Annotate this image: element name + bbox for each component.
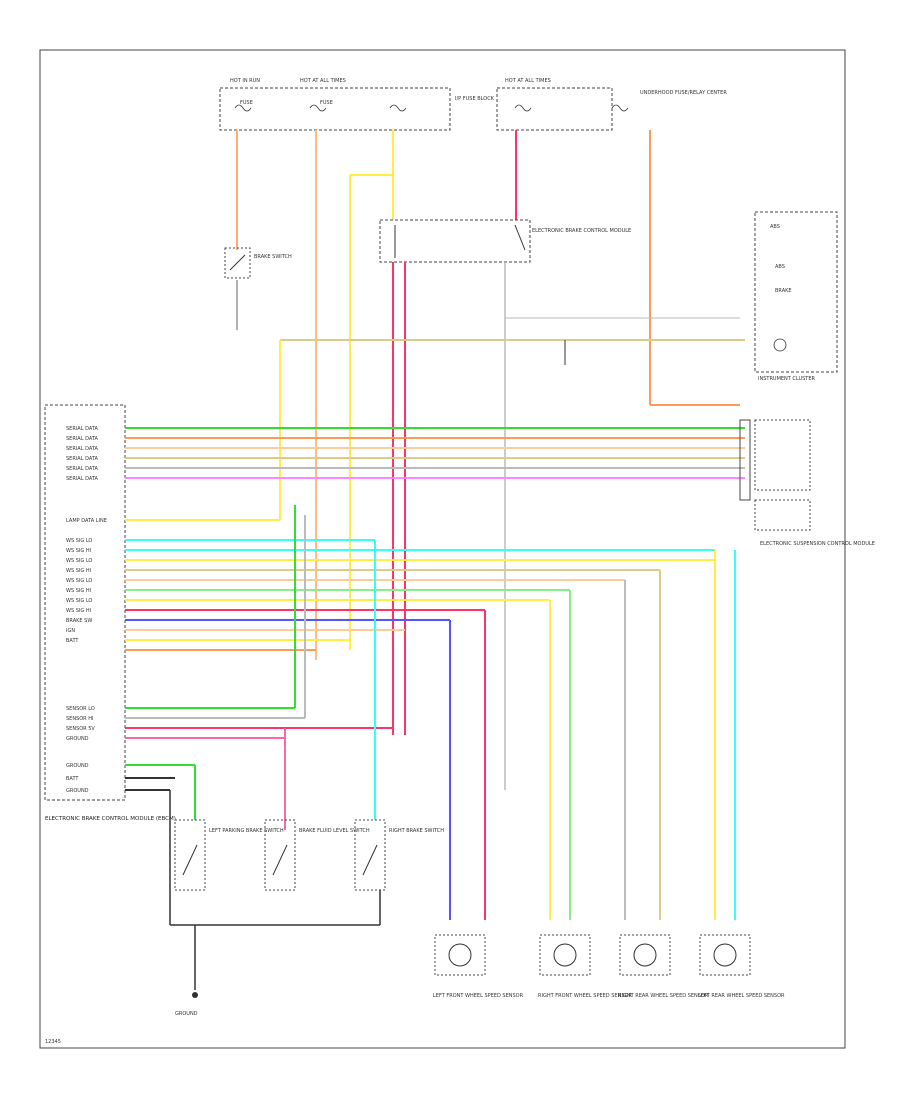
ebcm-pin-label: WS SIG LO bbox=[66, 538, 92, 544]
footer-code: 12345 bbox=[45, 1039, 61, 1045]
cluster-top-label: ABS bbox=[770, 224, 780, 230]
switch-label: LEFT PARKING BRAKE SWITCH bbox=[209, 828, 284, 834]
fuse-box-group-2: HOT AT ALL TIMES UNDERHOOD FUSE/RELAY CE… bbox=[496, 78, 727, 131]
ebcm-pin-label: SENSOR 5V bbox=[66, 726, 95, 732]
wheel-sensor-4: LEFT REAR WHEEL SPEED SENSOR bbox=[698, 934, 785, 999]
diagram-border bbox=[39, 49, 846, 1049]
brake-switch: BRAKE SWITCH bbox=[224, 247, 292, 279]
wheel-sensor-label: LEFT REAR WHEEL SPEED SENSOR bbox=[698, 993, 785, 999]
wheel-sensors: LEFT FRONT WHEEL SPEED SENSOR RIGHT FRONT… bbox=[433, 934, 785, 999]
ebcm-pin-label: WS SIG HI bbox=[66, 568, 91, 574]
cluster-title: INSTRUMENT CLUSTER bbox=[758, 376, 816, 382]
ebcm-pin-label: BATT bbox=[66, 776, 79, 782]
switch-1: LEFT PARKING BRAKE SWITCH bbox=[174, 819, 284, 891]
ebcm-pin-label: SERIAL DATA bbox=[66, 426, 99, 432]
ebcm-title: ELECTRONIC BRAKE CONTROL MODULE (EBCM) bbox=[45, 816, 176, 822]
cluster-lamp2: BRAKE bbox=[775, 288, 792, 294]
ebcm-pin-label: WS SIG LO bbox=[66, 578, 92, 584]
ebcm-pin-label: WS SIG HI bbox=[66, 608, 91, 614]
control-module-label: ELECTRONIC BRAKE CONTROL MODULE bbox=[532, 228, 631, 234]
fuse-block-label: I/P FUSE BLOCK bbox=[455, 96, 495, 102]
ebcm-pin-label: SERIAL DATA bbox=[66, 446, 99, 452]
switch-label: RIGHT BRAKE SWITCH bbox=[389, 828, 444, 834]
side-module-title: ELECTRONIC SUSPENSION CONTROL MODULE bbox=[760, 541, 875, 547]
wheel-sensor-label: RIGHT REAR WHEEL SPEED SENSOR bbox=[618, 993, 709, 999]
ebcm-pin-label: WS SIG LO bbox=[66, 558, 92, 564]
fuse-hot-label-2: HOT AT ALL TIMES bbox=[300, 78, 346, 84]
wheel-sensor-2: RIGHT FRONT WHEEL SPEED SENSOR bbox=[538, 934, 632, 999]
ebcm-pin-label: SERIAL DATA bbox=[66, 466, 99, 472]
right-connector: ELECTRONIC SUSPENSION CONTROL MODULE bbox=[739, 419, 875, 547]
ebcm-pin-label: GROUND bbox=[66, 736, 89, 742]
wheel-sensor-label: LEFT FRONT WHEEL SPEED SENSOR bbox=[433, 993, 524, 999]
control-relay: ELECTRONIC BRAKE CONTROL MODULE bbox=[379, 219, 631, 263]
fuse-hot-label-1: HOT IN RUN bbox=[230, 78, 260, 84]
ebcm-pin-label: SERIAL DATA bbox=[66, 456, 99, 462]
ground-label: GROUND bbox=[175, 1011, 198, 1017]
switch-2: BRAKE FLUID LEVEL SWITCH bbox=[264, 819, 370, 891]
instrument-cluster: ABS ABS BRAKE INSTRUMENT CLUSTER bbox=[754, 211, 838, 382]
ebcm-pin-labels: SERIAL DATA SERIAL DATA SERIAL DATA SERIAL … bbox=[66, 426, 107, 794]
wheel-sensor-1: LEFT FRONT WHEEL SPEED SENSOR bbox=[433, 934, 524, 999]
fuse-label-2: FUSE bbox=[320, 100, 333, 106]
ebcm-pin-label: GROUND bbox=[66, 788, 89, 794]
ground-symbol: GROUND bbox=[175, 925, 198, 1017]
underhood-label: UNDERHOOD FUSE/RELAY CENTER bbox=[640, 90, 727, 96]
ebcm-pin-label: WS SIG LO bbox=[66, 598, 92, 604]
ebcm-pin-label: SERIAL DATA bbox=[66, 436, 99, 442]
switch-label: BRAKE FLUID LEVEL SWITCH bbox=[299, 828, 370, 834]
ebcm-pin-label: WS SIG HI bbox=[66, 548, 91, 554]
ebcm-pin-label: SENSOR HI bbox=[66, 716, 93, 722]
ebcm-module: ELECTRONIC BRAKE CONTROL MODULE (EBCM) bbox=[44, 404, 176, 822]
ebcm-pin-label: IGN bbox=[66, 628, 75, 634]
cluster-lamp: ABS bbox=[775, 264, 785, 270]
ebcm-pin-label: WS SIG HI bbox=[66, 588, 91, 594]
wheel-sensor-label: RIGHT FRONT WHEEL SPEED SENSOR bbox=[538, 993, 632, 999]
switches: LEFT PARKING BRAKE SWITCH BRAKE FLUID LEV… bbox=[169, 790, 444, 926]
ebcm-pin-label: SENSOR LO bbox=[66, 706, 95, 712]
wheel-sensor-3: RIGHT REAR WHEEL SPEED SENSOR bbox=[618, 934, 709, 999]
ebcm-pin-label: BRAKE SW bbox=[66, 618, 92, 624]
fuse-box-group-1: HOT IN RUN HOT AT ALL TIMES FUSE FUSE I/… bbox=[219, 78, 495, 131]
fuse-hot-label-3: HOT AT ALL TIMES bbox=[505, 78, 551, 84]
ebcm-pin-label: BATT bbox=[66, 638, 79, 644]
fuse-label-1: FUSE bbox=[240, 100, 253, 106]
switch-3: RIGHT BRAKE SWITCH bbox=[354, 819, 444, 891]
ebcm-pin-label: LAMP DATA LINE bbox=[66, 518, 107, 524]
bus-wires bbox=[125, 427, 745, 920]
ebcm-pin-label: SERIAL DATA bbox=[66, 476, 99, 482]
brake-switch-label: BRAKE SWITCH bbox=[254, 254, 292, 260]
ebcm-pin-label: GROUND bbox=[66, 763, 89, 769]
